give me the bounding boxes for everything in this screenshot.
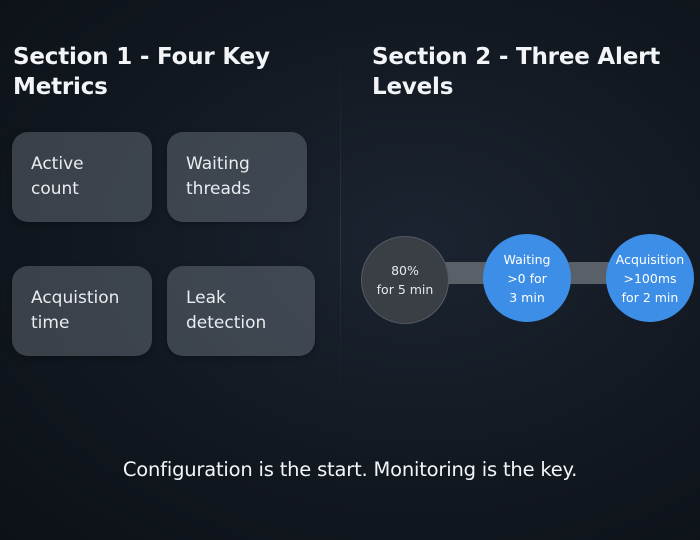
section-1-title-line-1: Section 1 - Four Key	[13, 44, 270, 70]
alert-level-node-text: for 2 min	[621, 289, 679, 305]
metric-card-active-count: Active count	[12, 132, 152, 222]
alert-level-connector	[560, 262, 620, 284]
alert-level-node-3: Acquisition >100ms for 2 min	[606, 234, 694, 322]
alert-level-node-text: >100ms	[623, 270, 677, 286]
metric-card-label-line: count	[31, 179, 79, 199]
section-2-title-line-1: Section 2 - Three Alert	[372, 44, 661, 70]
alert-level-node-2: Waiting >0 for 3 min	[483, 234, 571, 322]
metric-card-leak-detection: Leak detection	[167, 266, 315, 356]
alert-level-node-text: 80%	[391, 263, 419, 278]
section-divider	[340, 40, 341, 410]
metric-card-label-line: Acquistion	[31, 288, 120, 308]
metric-card-label-line: Active	[31, 154, 84, 174]
metric-card-label-line: threads	[186, 179, 251, 199]
section-1-title: Section 1 - Four Key Metrics	[13, 42, 333, 102]
metric-card-acquisition-time: Acquistion time	[12, 266, 152, 356]
alert-level-node-1: 80% for 5 min	[361, 236, 449, 324]
metric-card-waiting-threads: Waiting threads	[167, 132, 307, 222]
footer-tagline: Configuration is the start. Monitoring i…	[122, 458, 578, 481]
section-2-title-line-2: Levels	[372, 74, 454, 100]
section-2-title: Section 2 - Three Alert Levels	[372, 42, 692, 102]
metric-card-label-line: time	[31, 313, 70, 333]
alert-level-node-text: >0 for	[507, 270, 547, 286]
alert-level-node-text: Acquisition	[615, 251, 685, 267]
metric-card-label-line: detection	[186, 313, 267, 333]
metric-card-label-line: Waiting	[186, 154, 250, 174]
metric-card-label-line: Leak	[186, 288, 226, 308]
alert-level-node-text: 3 min	[509, 289, 545, 305]
alert-level-node-text: Waiting	[503, 251, 551, 267]
section-1-title-line-2: Metrics	[13, 74, 108, 100]
alert-level-node-text: for 5 min	[376, 282, 434, 297]
